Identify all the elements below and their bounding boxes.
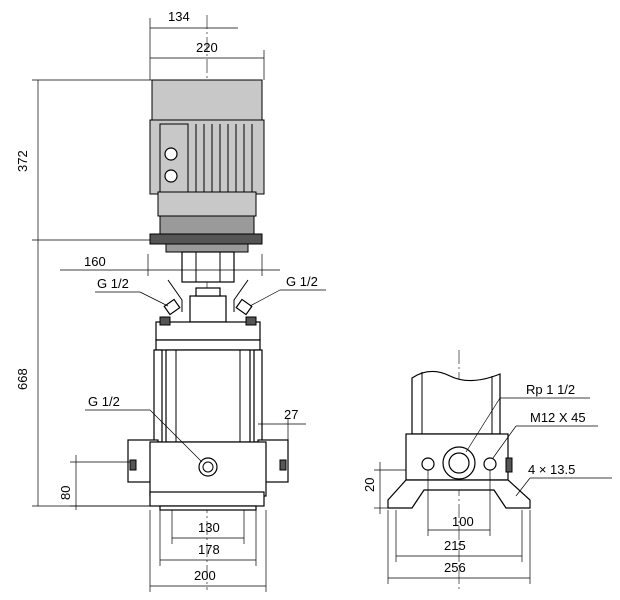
motor-neck (159, 215, 255, 235)
dim-668: 668 (15, 368, 30, 390)
pump-sleeve (165, 349, 251, 443)
dim-27: 27 (284, 407, 298, 422)
coupling-guard (181, 251, 235, 283)
pump-head (155, 321, 261, 341)
frame-arm-right (233, 279, 249, 312)
shaft-seal (189, 295, 227, 323)
drain-plug (198, 457, 218, 477)
motor-lower (157, 191, 257, 217)
seal-top (195, 287, 221, 297)
dim-200: 200 (194, 568, 216, 583)
side-view: Rp 1 1/2 M12 X 45 4 × 13.5 20 100 215 25… (362, 350, 612, 590)
label-vent-right: G 1/2 (286, 274, 318, 289)
head-nut-left (159, 316, 171, 326)
inlet-stub-right (279, 459, 287, 471)
vent-plug-left (163, 298, 181, 316)
inlet-stub-left (129, 459, 137, 471)
dim-160: 160 (84, 254, 106, 269)
bolt-left (421, 457, 435, 471)
label-holes: 4 × 13.5 (528, 462, 575, 477)
motor-flange (149, 233, 263, 245)
side-stub (505, 457, 513, 473)
flange-lower (165, 243, 249, 253)
dim-215: 215 (444, 538, 466, 553)
suction-port-inner (448, 452, 470, 474)
label-drain: G 1/2 (88, 394, 120, 409)
label-vent-left: G 1/2 (97, 276, 129, 291)
head-nut-right (245, 316, 257, 326)
dim-134: 134 (168, 9, 190, 24)
frame-arm-left (167, 279, 183, 312)
tie-rod-left (153, 349, 163, 443)
tie-rod-right (253, 349, 263, 443)
side-sleeve (411, 370, 501, 435)
vent-plug-right (235, 298, 253, 316)
motor-cap (151, 79, 263, 123)
base-plate-lower (159, 505, 257, 511)
pump-head-lower (155, 339, 261, 351)
dim-372: 372 (15, 150, 30, 172)
dim-178: 178 (198, 542, 220, 557)
dim-130: 130 (198, 520, 220, 535)
label-port: Rp 1 1/2 (526, 382, 575, 397)
dim-20: 20 (362, 478, 377, 492)
dim-80: 80 (58, 486, 73, 500)
dim-100: 100 (452, 514, 474, 529)
front-view: 134 220 372 668 160 G 1/2 G 1/2 G 1/2 (15, 9, 326, 592)
dim-220: 220 (196, 40, 218, 55)
terminal-screw-2 (164, 169, 178, 183)
terminal-screw-1 (164, 147, 178, 161)
label-bolt: M12 X 45 (530, 410, 586, 425)
base-plate (149, 491, 265, 507)
bolt-right (483, 457, 497, 471)
dim-256: 256 (444, 560, 466, 575)
side-feet (387, 479, 531, 509)
